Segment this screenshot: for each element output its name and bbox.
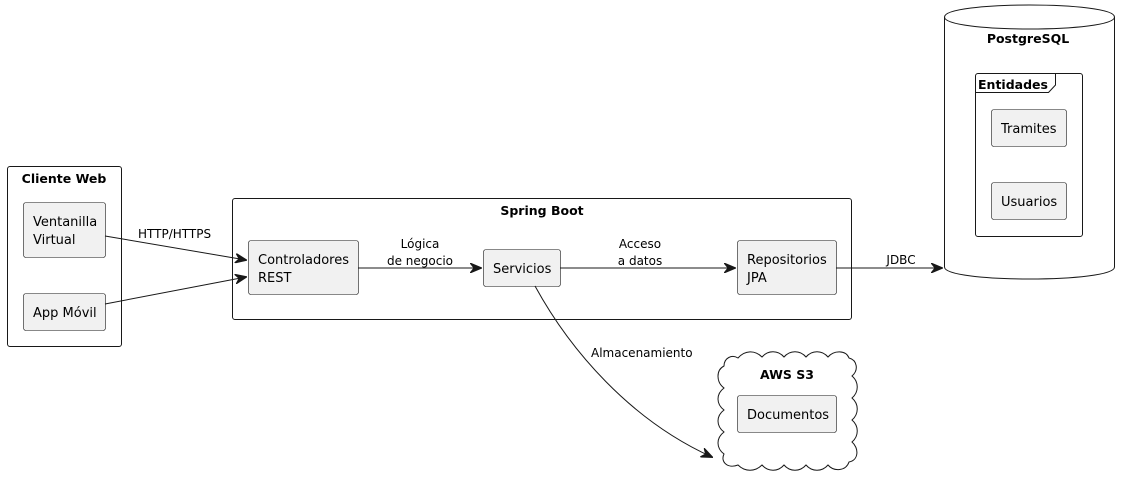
edge-servicios-to-s3 (534, 285, 712, 457)
repositorios-label-line2: JPA (746, 271, 767, 286)
servicios-label: Servicios (493, 262, 552, 277)
logica-label-line2: de negocio (387, 254, 453, 268)
tramites-node[interactable]: Tramites (991, 109, 1067, 147)
repositorios-jpa-node[interactable]: Repositorios JPA (737, 240, 837, 295)
repositorios-label-line1: Repositorios (747, 253, 827, 268)
postgresql-title: PostgreSQL (987, 31, 1069, 46)
documentos-label: Documentos (747, 408, 829, 423)
controladores-label-line2: REST (258, 271, 291, 286)
usuarios-label: Usuarios (1001, 195, 1057, 210)
controladores-rest-node[interactable]: Controladores REST (248, 240, 359, 295)
jdbc-label: JDBC (885, 253, 915, 267)
ventanilla-label-line2: Virtual (33, 233, 75, 248)
cliente-web-title: Cliente Web (22, 171, 107, 186)
edge-ventanilla-to-controladores (104, 235, 246, 260)
servicios-node[interactable]: Servicios (483, 249, 561, 287)
ventanilla-label-line1: Ventanilla (33, 215, 97, 230)
almacenamiento-label: Almacenamiento (591, 346, 693, 360)
ventanilla-virtual-node[interactable]: Ventanilla Virtual (23, 202, 106, 258)
http-https-label: HTTP/HTTPS (138, 227, 211, 241)
entidades-label: Entidades (978, 77, 1048, 92)
tramites-label: Tramites (1000, 122, 1057, 137)
acceso-label-line1: Acceso (619, 237, 661, 251)
logica-label-line1: Lógica (401, 237, 440, 251)
aws-s3-title: AWS S3 (760, 367, 814, 382)
documentos-node[interactable]: Documentos (737, 395, 837, 433)
edge-appmovil-to-controladores (104, 277, 246, 305)
app-movil-node[interactable]: App Móvil (23, 293, 106, 331)
app-movil-label: App Móvil (33, 306, 97, 321)
spring-boot-title: Spring Boot (500, 203, 583, 218)
controladores-label-line1: Controladores (258, 253, 349, 268)
usuarios-node[interactable]: Usuarios (991, 182, 1067, 220)
acceso-label-line2: a datos (618, 254, 662, 268)
